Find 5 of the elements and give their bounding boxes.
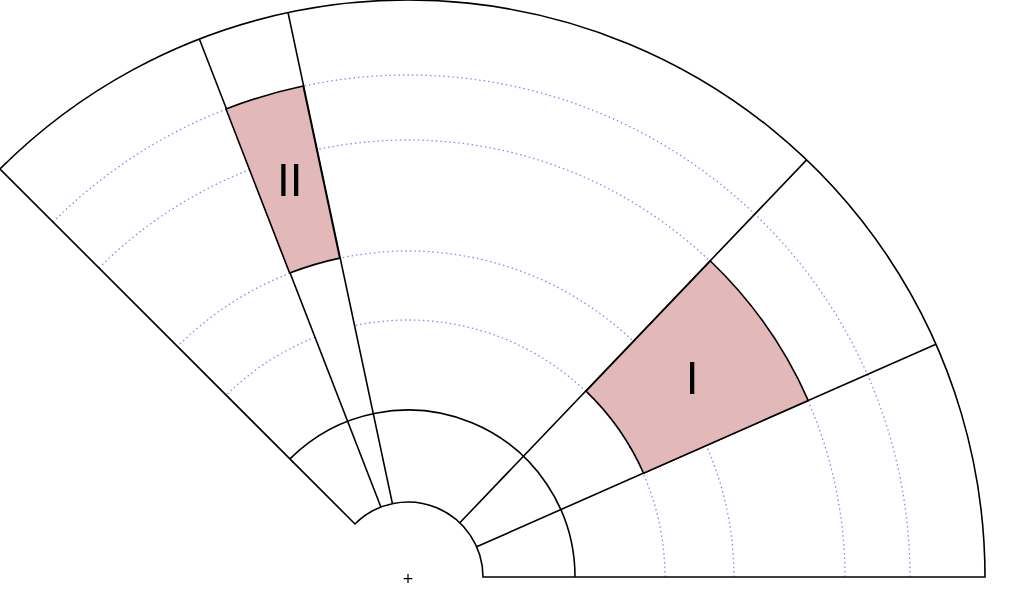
region-numeral: I: [685, 354, 699, 401]
region-numeral: II: [276, 157, 303, 204]
shaded-region: [584, 260, 809, 475]
shaded-region: [225, 84, 342, 275]
center-mark: +: [402, 570, 414, 588]
